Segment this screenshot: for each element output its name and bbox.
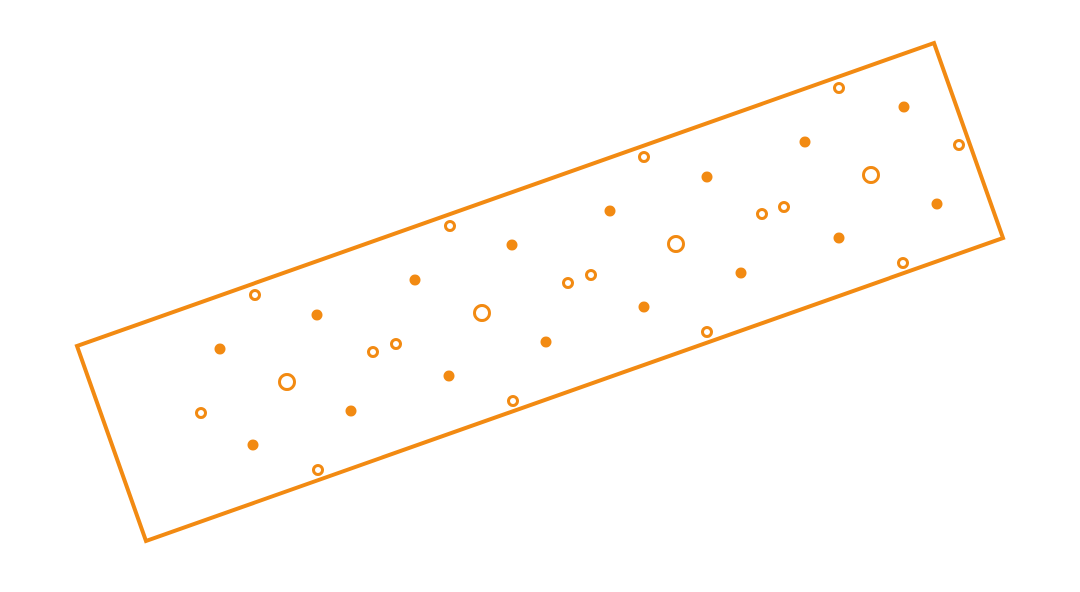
solid-dot-marker: [931, 198, 943, 210]
marker-group: [195, 82, 965, 476]
small-ring-marker: [367, 346, 379, 358]
small-ring-marker: [562, 277, 574, 289]
small-ring-marker: [390, 338, 402, 350]
large-ring-marker: [862, 166, 880, 184]
solid-dot-marker: [345, 405, 357, 417]
small-ring-marker: [444, 220, 456, 232]
solid-dot-marker: [799, 136, 811, 148]
solid-dot-marker: [898, 101, 910, 113]
solid-dot-marker: [540, 336, 552, 348]
small-ring-marker: [778, 201, 790, 213]
solid-dot-marker: [638, 301, 650, 313]
small-ring-marker: [701, 326, 713, 338]
small-ring-marker: [756, 208, 768, 220]
large-ring-marker: [473, 304, 491, 322]
solid-dot-marker: [409, 274, 421, 286]
small-ring-marker: [507, 395, 519, 407]
tilted-rectangle-frame: [74, 40, 1006, 544]
small-ring-marker: [953, 139, 965, 151]
solid-dot-marker: [443, 370, 455, 382]
solid-dot-marker: [247, 439, 259, 451]
large-ring-marker: [278, 373, 296, 391]
small-ring-marker: [195, 407, 207, 419]
large-ring-marker: [667, 235, 685, 253]
solid-dot-marker: [311, 309, 323, 321]
solid-dot-marker: [506, 239, 518, 251]
small-ring-marker: [897, 257, 909, 269]
small-ring-marker: [833, 82, 845, 94]
solid-dot-marker: [604, 205, 616, 217]
solid-dot-marker: [735, 267, 747, 279]
small-ring-marker: [249, 289, 261, 301]
solid-dot-marker: [701, 171, 713, 183]
small-ring-marker: [312, 464, 324, 476]
small-ring-marker: [638, 151, 650, 163]
solid-dot-marker: [214, 343, 226, 355]
solid-dot-marker: [833, 232, 845, 244]
small-ring-marker: [585, 269, 597, 281]
